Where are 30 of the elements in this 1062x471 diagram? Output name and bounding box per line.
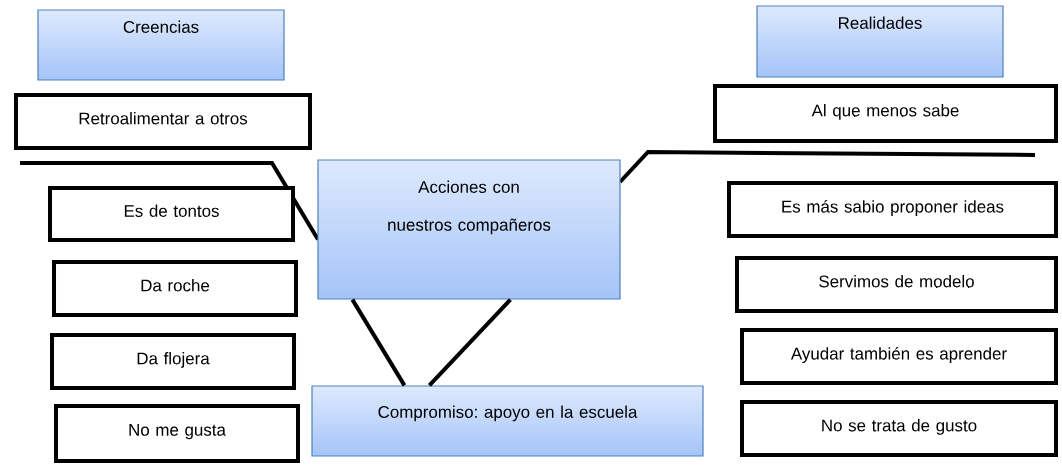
- heading-box: [311, 385, 704, 457]
- node-label: Creencias: [123, 20, 199, 33]
- node-label: Es más sabio proponer ideas: [782, 200, 1004, 216]
- node-label: Realidades: [839, 16, 922, 29]
- node-label: Retroalimentar a otros: [79, 112, 248, 125]
- node-label: Al que menos sabe: [811, 104, 959, 120]
- node-label: Acciones con nuestros compañeros: [388, 180, 551, 235]
- node-label: Ayudar también es aprender: [790, 347, 1007, 363]
- node-label: Es de tontos: [124, 204, 219, 217]
- item-box: [740, 400, 1058, 457]
- connector-line: [427, 298, 512, 387]
- item-box: [727, 181, 1058, 238]
- node-label: No se trata de gusto: [822, 419, 977, 435]
- heading-box: [37, 9, 285, 81]
- node-label: Compromiso: apoyo en la escuela: [378, 405, 638, 422]
- node-label: Servimos de modelo: [819, 275, 974, 288]
- item-box: [50, 333, 296, 390]
- node-label: No me gusta: [129, 424, 226, 440]
- item-box: [14, 93, 312, 150]
- heading-box: [756, 5, 1004, 78]
- item-box: [54, 404, 300, 463]
- node-label: Da roche: [141, 279, 210, 292]
- item-box: [48, 186, 295, 242]
- connector-line: [350, 298, 407, 387]
- item-box: [713, 84, 1058, 143]
- concept-box: [317, 159, 621, 300]
- item-box: [52, 260, 298, 317]
- item-box: [740, 328, 1058, 385]
- node-label: Da flojera: [137, 352, 210, 368]
- item-box: [735, 256, 1058, 313]
